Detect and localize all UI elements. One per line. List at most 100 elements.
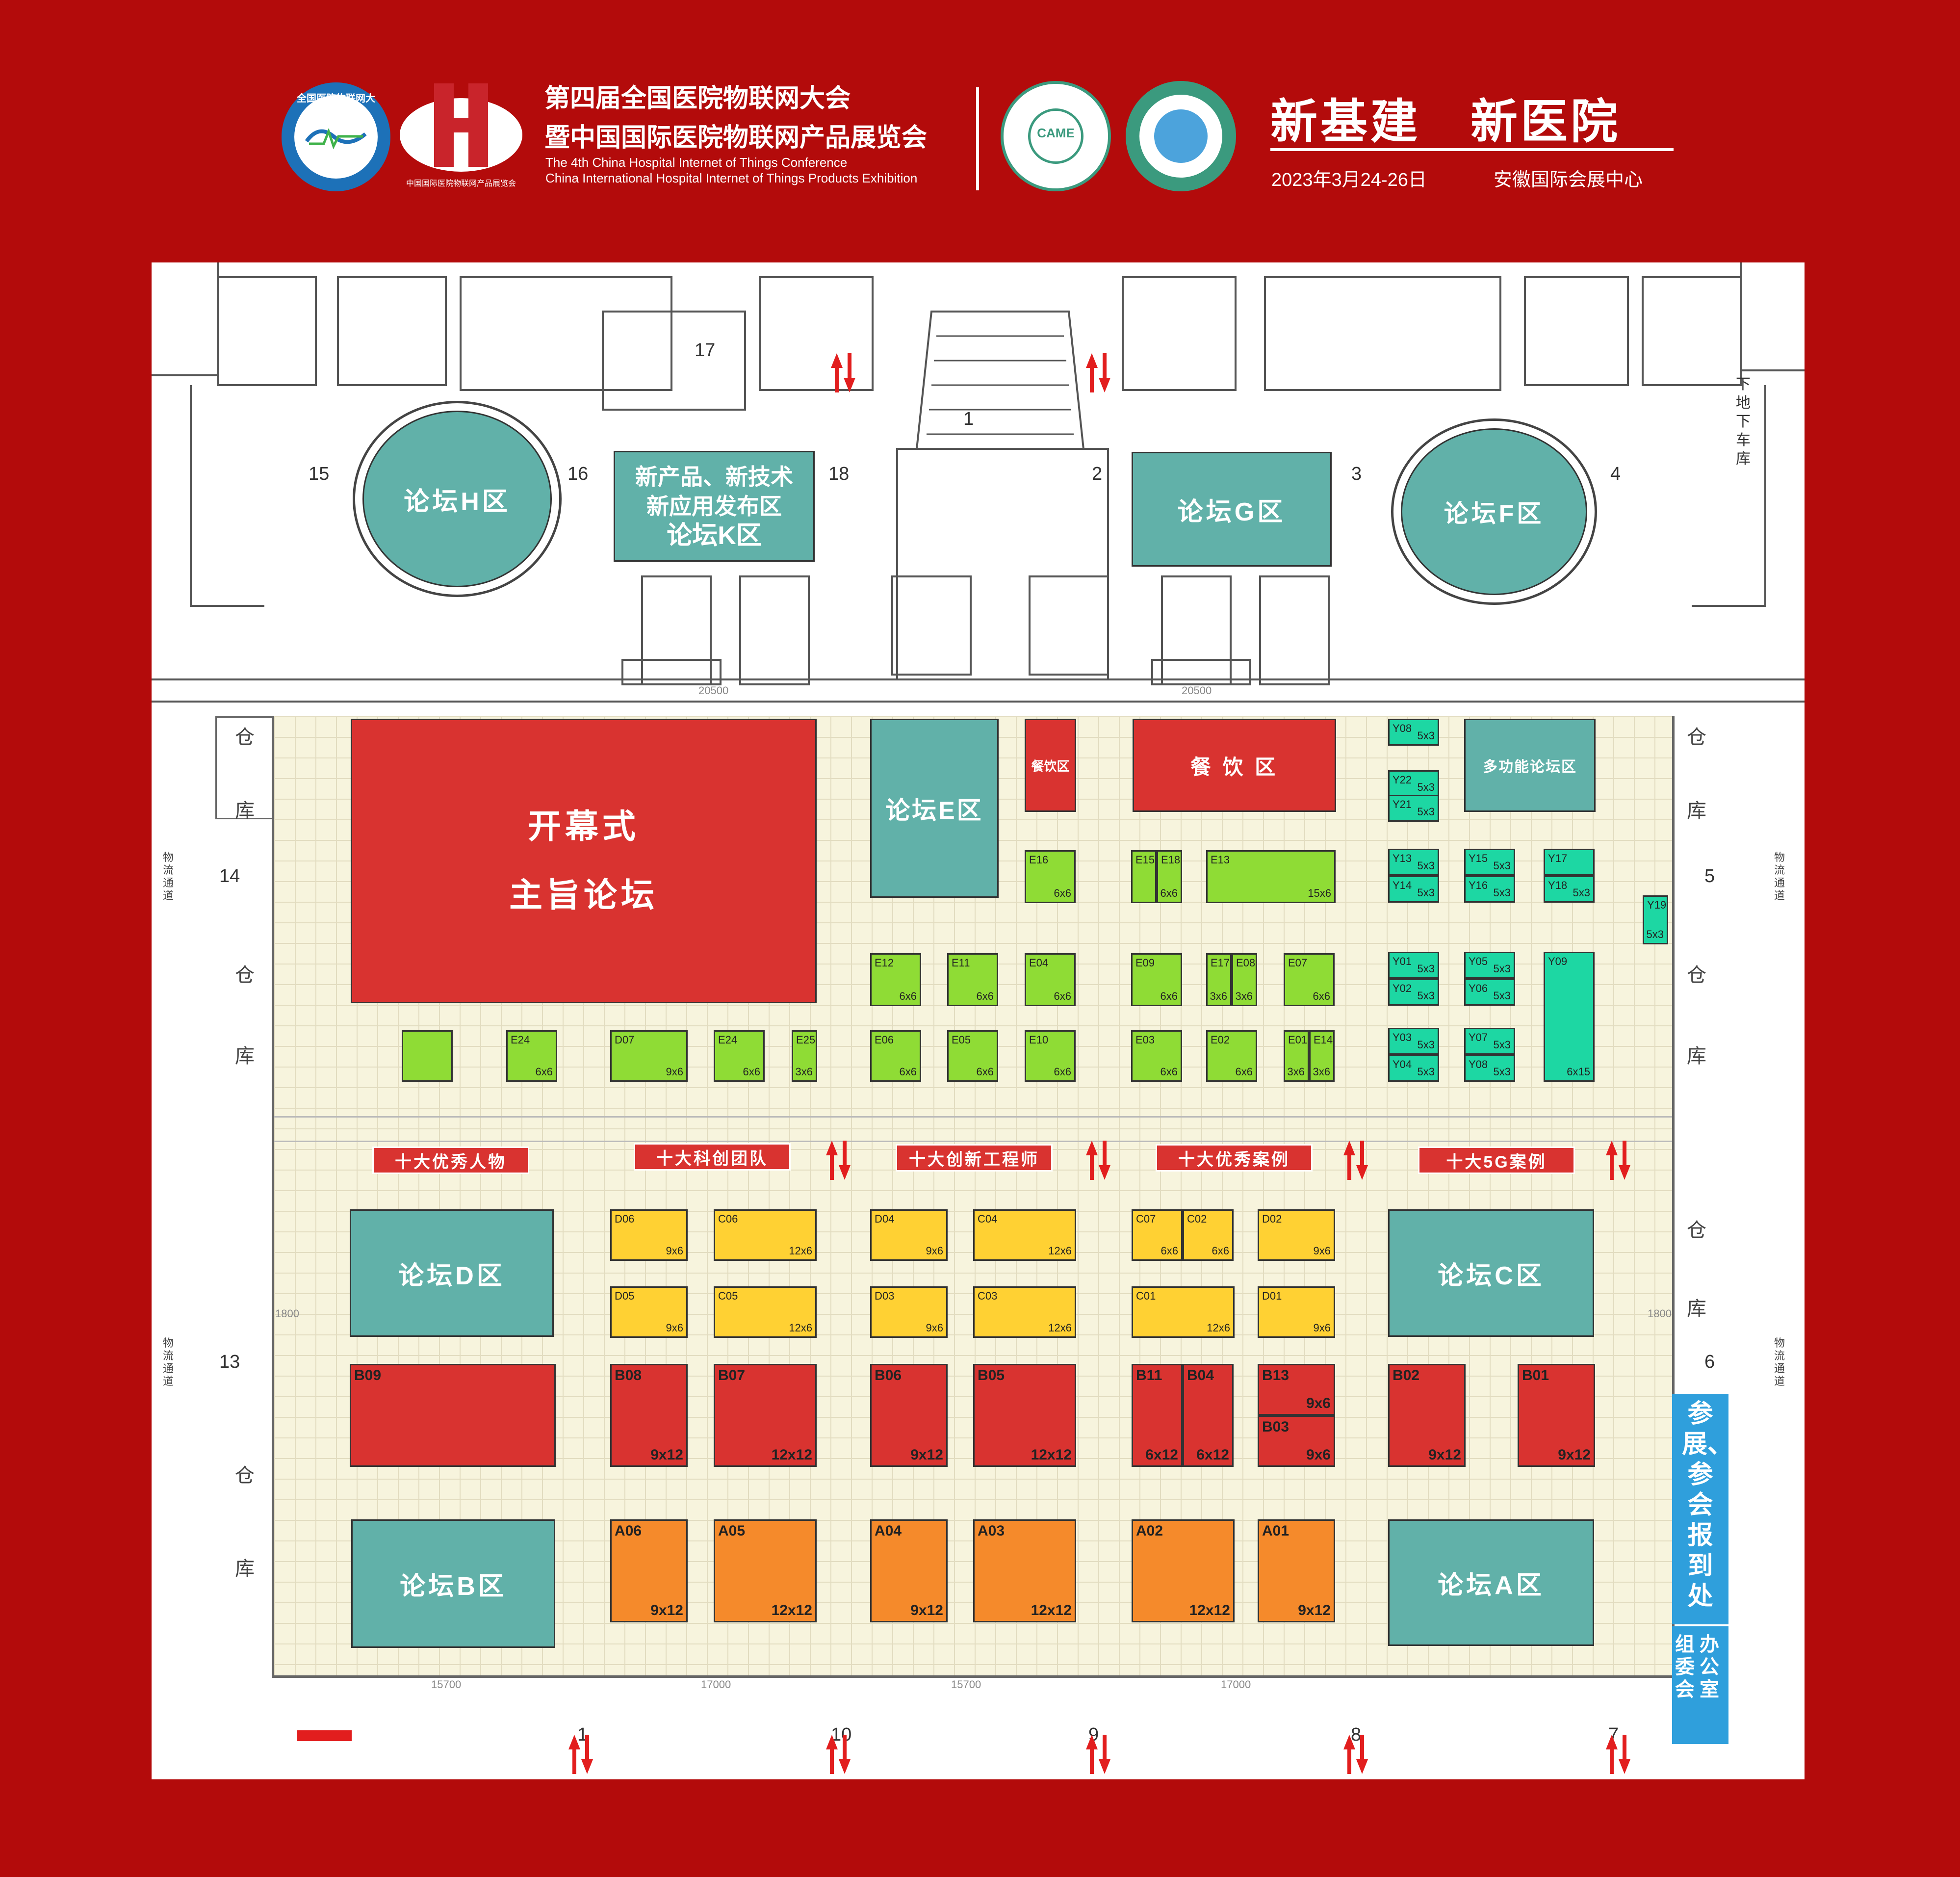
registration-desk[interactable]: 参展、参会报到处: [1672, 1394, 1733, 1624]
booth-code: E16: [1029, 854, 1049, 866]
dimension-label: 1800: [275, 1307, 299, 1320]
updown-arrow-icon: [1343, 1735, 1368, 1774]
booth-size: 6x6: [743, 1066, 760, 1078]
gate-5: 5: [1704, 866, 1715, 886]
booth-e[interactable]: E15: [1131, 850, 1157, 903]
forum-d-label: 论坛D区: [398, 1261, 505, 1290]
booth-code: Y18: [1548, 879, 1568, 891]
booth-code: Y09: [1548, 955, 1568, 967]
booth-size: 9x6: [1306, 1395, 1331, 1411]
logistics-label: 物流通道: [162, 851, 174, 902]
booth-y[interactable]: Y17: [1544, 849, 1595, 876]
bottom-wall: [272, 1675, 1675, 1678]
organizing-office[interactable]: 组委会 办公室: [1672, 1626, 1728, 1744]
multi-forum: 多功能论坛区: [1464, 719, 1596, 812]
slogan: 新基建 新医院: [1270, 96, 1621, 148]
forum-f: 论坛F区: [1401, 428, 1587, 595]
booth-code: B05: [978, 1367, 1005, 1383]
booth-size: 9x6: [1306, 1447, 1331, 1463]
booth-code: Y08: [1393, 722, 1412, 734]
gate-4: 4: [1610, 464, 1621, 484]
forum-h: 论坛H区: [362, 411, 552, 587]
booth-size: 6x12: [1196, 1447, 1229, 1463]
booth-size: 5x3: [1417, 730, 1435, 742]
booth-code: C01: [1136, 1290, 1156, 1302]
booth-e[interactable]: [402, 1030, 453, 1082]
booth-b[interactable]: B09: [350, 1364, 556, 1467]
booth-code: C06: [718, 1213, 738, 1225]
booth-code: D02: [1262, 1213, 1282, 1225]
award-banner: 十大5G案例: [1418, 1147, 1575, 1174]
booth-code: E17: [1211, 957, 1230, 969]
booth-y[interactable]: Y08 5x3: [1388, 719, 1439, 746]
